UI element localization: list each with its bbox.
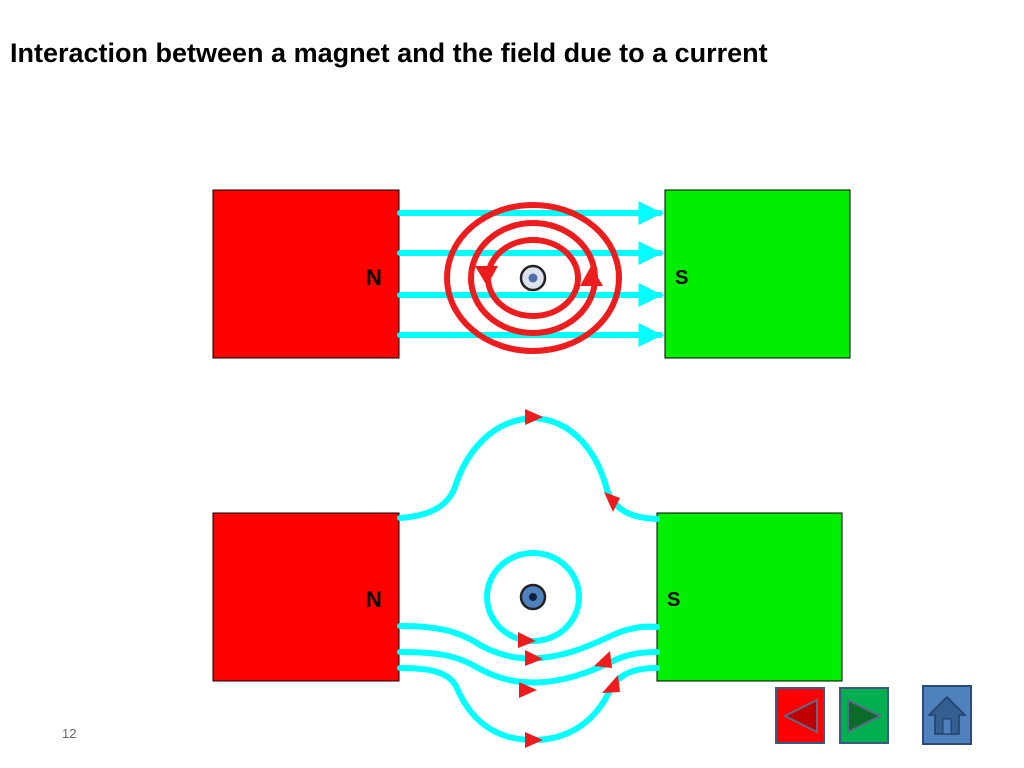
page-number: 12 <box>62 726 77 741</box>
house-icon <box>927 695 967 735</box>
top-north-label: N <box>366 265 382 290</box>
bottom-north-magnet <box>212 512 400 682</box>
field-arrow-icon <box>594 651 612 668</box>
field-arrow-icon <box>525 409 543 425</box>
bottom-diagram: N S <box>212 409 843 748</box>
bottom-south-magnet <box>656 512 843 682</box>
top-diagram: N S <box>212 189 851 359</box>
top-current-out-of-page-icon <box>519 264 547 292</box>
bottom-north-label: N <box>366 587 382 612</box>
field-arrow-icon <box>602 675 620 693</box>
slide-title: Interaction between a magnet and the fie… <box>10 38 768 68</box>
top-south-magnet <box>664 189 851 359</box>
top-north-magnet <box>212 189 400 359</box>
circular-field-ring <box>444 202 622 354</box>
bottom-field-line <box>397 665 660 744</box>
bottom-south-label: S <box>667 589 680 611</box>
previous-slide-button[interactable] <box>775 687 825 744</box>
triangle-right-icon <box>847 698 883 734</box>
bottom-field-direction-arrows <box>518 409 620 748</box>
triangle-left-icon <box>782 698 818 734</box>
field-arrow-icon <box>525 732 543 748</box>
bottom-field-line <box>397 649 660 686</box>
circular-field-arrow-icon <box>580 266 603 286</box>
bottom-current-out-of-page-icon <box>519 583 547 611</box>
next-slide-button[interactable] <box>839 687 889 744</box>
bottom-field-line-upper-arc <box>397 414 660 522</box>
field-arrow-icon <box>604 492 620 512</box>
home-button[interactable] <box>922 685 972 745</box>
field-arrow-icon <box>525 650 543 666</box>
top-south-label: S <box>675 267 688 289</box>
circular-field-arrow-icon <box>475 266 498 286</box>
field-arrow-icon <box>518 632 536 648</box>
field-arrow-icon <box>519 682 537 698</box>
